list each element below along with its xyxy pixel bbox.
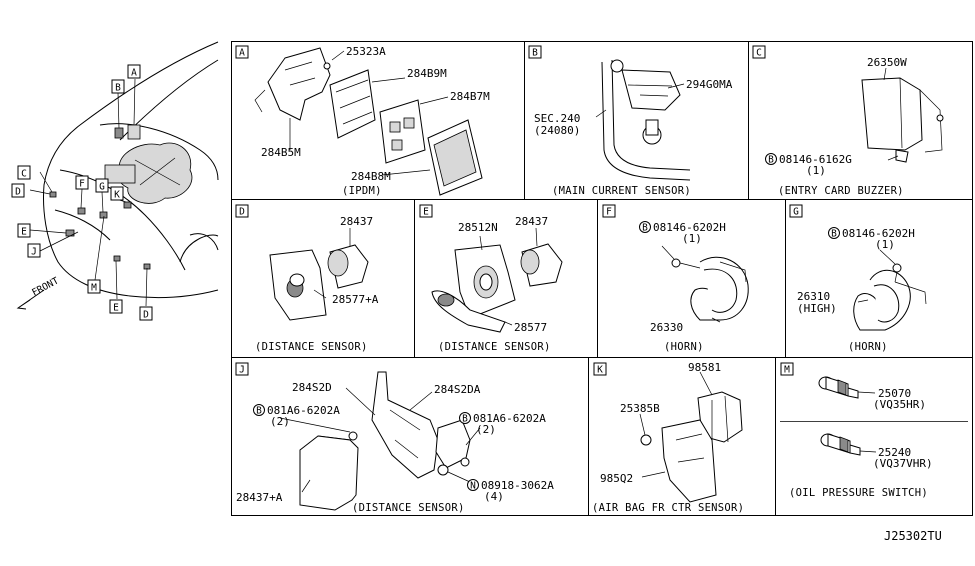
callout-m: M xyxy=(91,283,97,294)
panel-j-distance-sensor: 284S2D 284S2DA B 081A6-6202A (2) B 081A6… xyxy=(236,371,554,514)
part-m-3: 25240 xyxy=(878,446,911,459)
panel-m-letter: M xyxy=(784,365,790,376)
part-g-4: (HIGH) xyxy=(797,302,837,315)
callout-f: F xyxy=(79,179,85,190)
part-j-4: (2) xyxy=(270,415,290,428)
panel-d-distance-sensor: 28437 28577+A (DISTANCE SENSOR) xyxy=(255,215,379,353)
panel-g-letter: G xyxy=(793,207,799,218)
part-a-4: 284B5M xyxy=(261,146,301,159)
part-b-2: SEC.240 xyxy=(534,112,580,125)
part-g-3: 26310 xyxy=(797,290,830,303)
callout-g: G xyxy=(99,182,105,193)
panel-e-letter: E xyxy=(423,207,429,218)
part-a-5: 284B8M xyxy=(351,170,391,183)
panel-b-main-current-sensor: 294G0MA SEC.240 (24080) (MAIN CURRENT SE… xyxy=(534,59,733,197)
part-f-1: 08146-6202H xyxy=(653,221,726,234)
part-g-1: 08146-6202H xyxy=(842,227,915,240)
bolt-mark-j-n: N xyxy=(470,481,476,492)
panel-m-oil-pressure-switch: 25070 (VQ35HR) 25240 (VQ37VHR) (OIL PRES… xyxy=(789,376,933,499)
part-d-2: 28577+A xyxy=(332,293,379,306)
front-label: FRONT xyxy=(30,275,61,298)
bolt-mark-c: B xyxy=(768,155,774,166)
part-g-2: (1) xyxy=(875,238,895,251)
part-c-3: (1) xyxy=(806,164,826,177)
panel-c-entry-card-buzzer: 26350W B 08146-6162G (1) (ENTRY CARD BUZ… xyxy=(765,56,944,197)
panel-a-letter: A xyxy=(239,48,245,59)
callout-d: D xyxy=(15,187,21,198)
panel-f-letter: F xyxy=(606,207,612,218)
panel-c-caption: (ENTRY CARD BUZZER) xyxy=(778,185,904,197)
panel-e-caption: (DISTANCE SENSOR) xyxy=(438,341,551,353)
part-a-1: 25323A xyxy=(346,45,386,58)
panel-g-caption: (HORN) xyxy=(848,341,888,353)
callout-k: K xyxy=(114,190,120,201)
part-j-3: 081A6-6202A xyxy=(267,404,340,417)
bolt-mark-g: B xyxy=(831,229,837,240)
part-f-3: 26330 xyxy=(650,321,683,334)
part-m-2: (VQ35HR) xyxy=(873,398,926,411)
part-j-8: (4) xyxy=(484,490,504,503)
callout-j: J xyxy=(31,247,37,258)
vehicle-overview: A B C D E F G J K M E D FRONT xyxy=(11,41,219,321)
part-a-3: 284B7M xyxy=(450,90,490,103)
part-j-2: 284S2DA xyxy=(434,383,481,396)
panel-k-letter: K xyxy=(597,365,603,376)
part-e-3: 28577 xyxy=(514,321,547,334)
part-j-1: 284S2D xyxy=(292,381,332,394)
bolt-mark-j-2: B xyxy=(462,414,468,425)
part-c-1: 26350W xyxy=(867,56,907,69)
panel-m-caption: (OIL PRESSURE SWITCH) xyxy=(789,487,928,499)
panel-c-letter: C xyxy=(756,48,762,59)
bolt-mark-f: B xyxy=(642,223,648,234)
panel-b-caption: (MAIN CURRENT SENSOR) xyxy=(552,185,691,197)
part-f-2: (1) xyxy=(682,232,702,245)
panel-d-caption: (DISTANCE SENSOR) xyxy=(255,341,368,353)
part-a-2: 284B9M xyxy=(407,67,447,80)
part-k-3: 985Q2 xyxy=(600,472,633,485)
diagram-id: J25302TU xyxy=(884,529,942,543)
front-arrow-icon xyxy=(16,289,45,310)
panel-a-ipdm: 25323A 284B9M 284B7M 284B5M 284B8M (IPDM… xyxy=(254,45,490,197)
panel-borders xyxy=(231,41,973,516)
callout-c: C xyxy=(21,169,27,180)
part-m-4: (VQ37VHR) xyxy=(873,457,933,470)
callout-a: A xyxy=(131,68,137,79)
panel-g-horn-high: B 08146-6202H (1) 26310 (HIGH) (HORN) xyxy=(797,227,927,353)
callout-e-lower: E xyxy=(113,303,119,314)
panel-f-caption: (HORN) xyxy=(664,341,704,353)
part-m-1: 25070 xyxy=(878,387,911,400)
panel-k-caption: (AIR BAG FR CTR SENSOR) xyxy=(592,502,744,514)
part-j-6: (2) xyxy=(476,423,496,436)
part-e-2: 28437 xyxy=(515,215,548,228)
panel-a-caption: (IPDM) xyxy=(342,185,382,197)
callout-d-lower: D xyxy=(143,310,149,321)
bolt-mark-j-1: B xyxy=(256,406,262,417)
callout-e: E xyxy=(21,227,27,238)
part-k-1: 98581 xyxy=(688,361,721,374)
panel-j-caption: (DISTANCE SENSOR) xyxy=(352,502,465,514)
part-j-5: 081A6-6202A xyxy=(473,412,546,425)
panel-b-letter: B xyxy=(532,48,538,59)
panel-e-distance-sensor: 28512N 28437 28577 (DISTANCE SENSOR) xyxy=(431,215,563,353)
panel-j-letter: J xyxy=(239,365,245,376)
part-c-2: 08146-6162G xyxy=(779,153,852,166)
part-j-7: 08918-3062A xyxy=(481,479,554,492)
panel-f-horn: B 08146-6202H (1) 26330 (HORN) xyxy=(639,221,749,353)
part-e-1: 28512N xyxy=(458,221,498,234)
part-b-1: 294G0MA xyxy=(686,78,733,91)
part-j-9: 28437+A xyxy=(236,491,283,504)
panel-k-air-bag-sensor: 98581 25385B 985Q2 (AIR BAG FR CTR SENSO… xyxy=(592,361,744,514)
panel-d-letter: D xyxy=(239,207,245,218)
part-d-1: 28437 xyxy=(340,215,373,228)
part-k-2: 25385B xyxy=(620,402,660,415)
callout-b: B xyxy=(115,83,121,94)
part-b-3: (24080) xyxy=(534,124,580,137)
